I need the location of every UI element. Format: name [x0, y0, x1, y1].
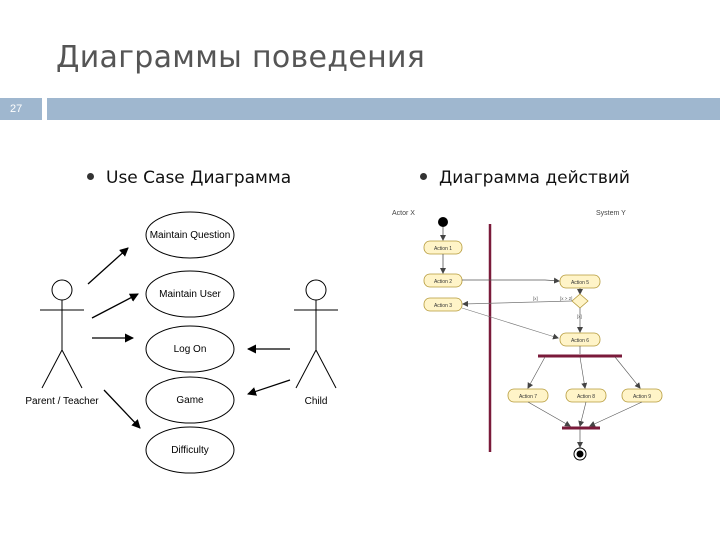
flow-edge: [462, 277, 560, 284]
bullet-activity: Диаграмма действий: [420, 168, 630, 188]
association-arrow: [103, 389, 141, 429]
page-title: Диаграммы поведения: [56, 40, 426, 75]
use-case-maintain-question: [145, 211, 235, 259]
use-case-label: Maintain User: [159, 289, 221, 300]
actor-label-child: Child: [305, 396, 328, 407]
swimlane-actor-x: Actor X: [392, 210, 415, 217]
decision-node: [571, 293, 589, 309]
action-label: Action 5: [571, 280, 589, 286]
flow-edge: [527, 356, 546, 389]
activity-heading: Диаграмма действий: [439, 168, 630, 188]
use-case-label: Game: [176, 395, 204, 406]
flow-edge: [614, 356, 641, 389]
bullet-dot: [420, 172, 427, 180]
slide-number: 27: [0, 98, 42, 120]
guard-label: [x]: [533, 296, 538, 301]
use-case-heading: Use Case Диаграмма: [106, 168, 292, 188]
action-node: [423, 273, 463, 288]
action-label: Action 7: [519, 394, 537, 400]
guard-label: [x > 2]: [560, 296, 572, 301]
swimlane-system-y: System Y: [596, 210, 626, 217]
action-label: Action 1: [434, 246, 452, 252]
use-case-label: Log On: [174, 344, 207, 355]
use-case-label: Maintain Question: [150, 230, 231, 241]
action-node: [423, 297, 463, 312]
actor-parent-teacher: [40, 279, 84, 389]
action-label: Action 9: [633, 394, 651, 400]
use-case-log-on: [145, 325, 235, 373]
guard-label: [x]: [577, 314, 582, 319]
bullet-use-case: Use Case Диаграмма: [87, 168, 291, 188]
association-arrow: [247, 379, 291, 396]
action-label: Action 8: [577, 394, 595, 400]
activity-diagram: Actor X System Y Action 1 Action 2 Actio…: [392, 210, 663, 461]
flow-edge: [578, 401, 587, 427]
flow-edge: [462, 300, 573, 307]
initial-node: [438, 217, 448, 227]
association-arrow: [91, 293, 139, 319]
header-band: [47, 98, 720, 120]
action-label: Action 6: [571, 338, 589, 344]
flow-edge: [461, 307, 559, 340]
bullet-dot: [87, 172, 94, 180]
use-case-label: Difficulty: [171, 445, 209, 456]
flow-edge: [579, 356, 588, 389]
action-label: Action 3: [434, 303, 452, 309]
action-label: Action 2: [434, 279, 452, 285]
use-case-game: [145, 376, 235, 424]
use-case-diagram: Parent / Teacher Child Maintain Question…: [25, 211, 338, 474]
actor-child: [294, 279, 338, 389]
final-node-core: [576, 450, 584, 458]
flow-edge: [527, 401, 571, 427]
flow-edge: [589, 401, 643, 427]
use-case-maintain-user: [145, 270, 235, 318]
association-arrow: [87, 247, 129, 285]
use-case-difficulty: [145, 426, 235, 474]
actor-label-parent-teacher: Parent / Teacher: [25, 396, 99, 407]
